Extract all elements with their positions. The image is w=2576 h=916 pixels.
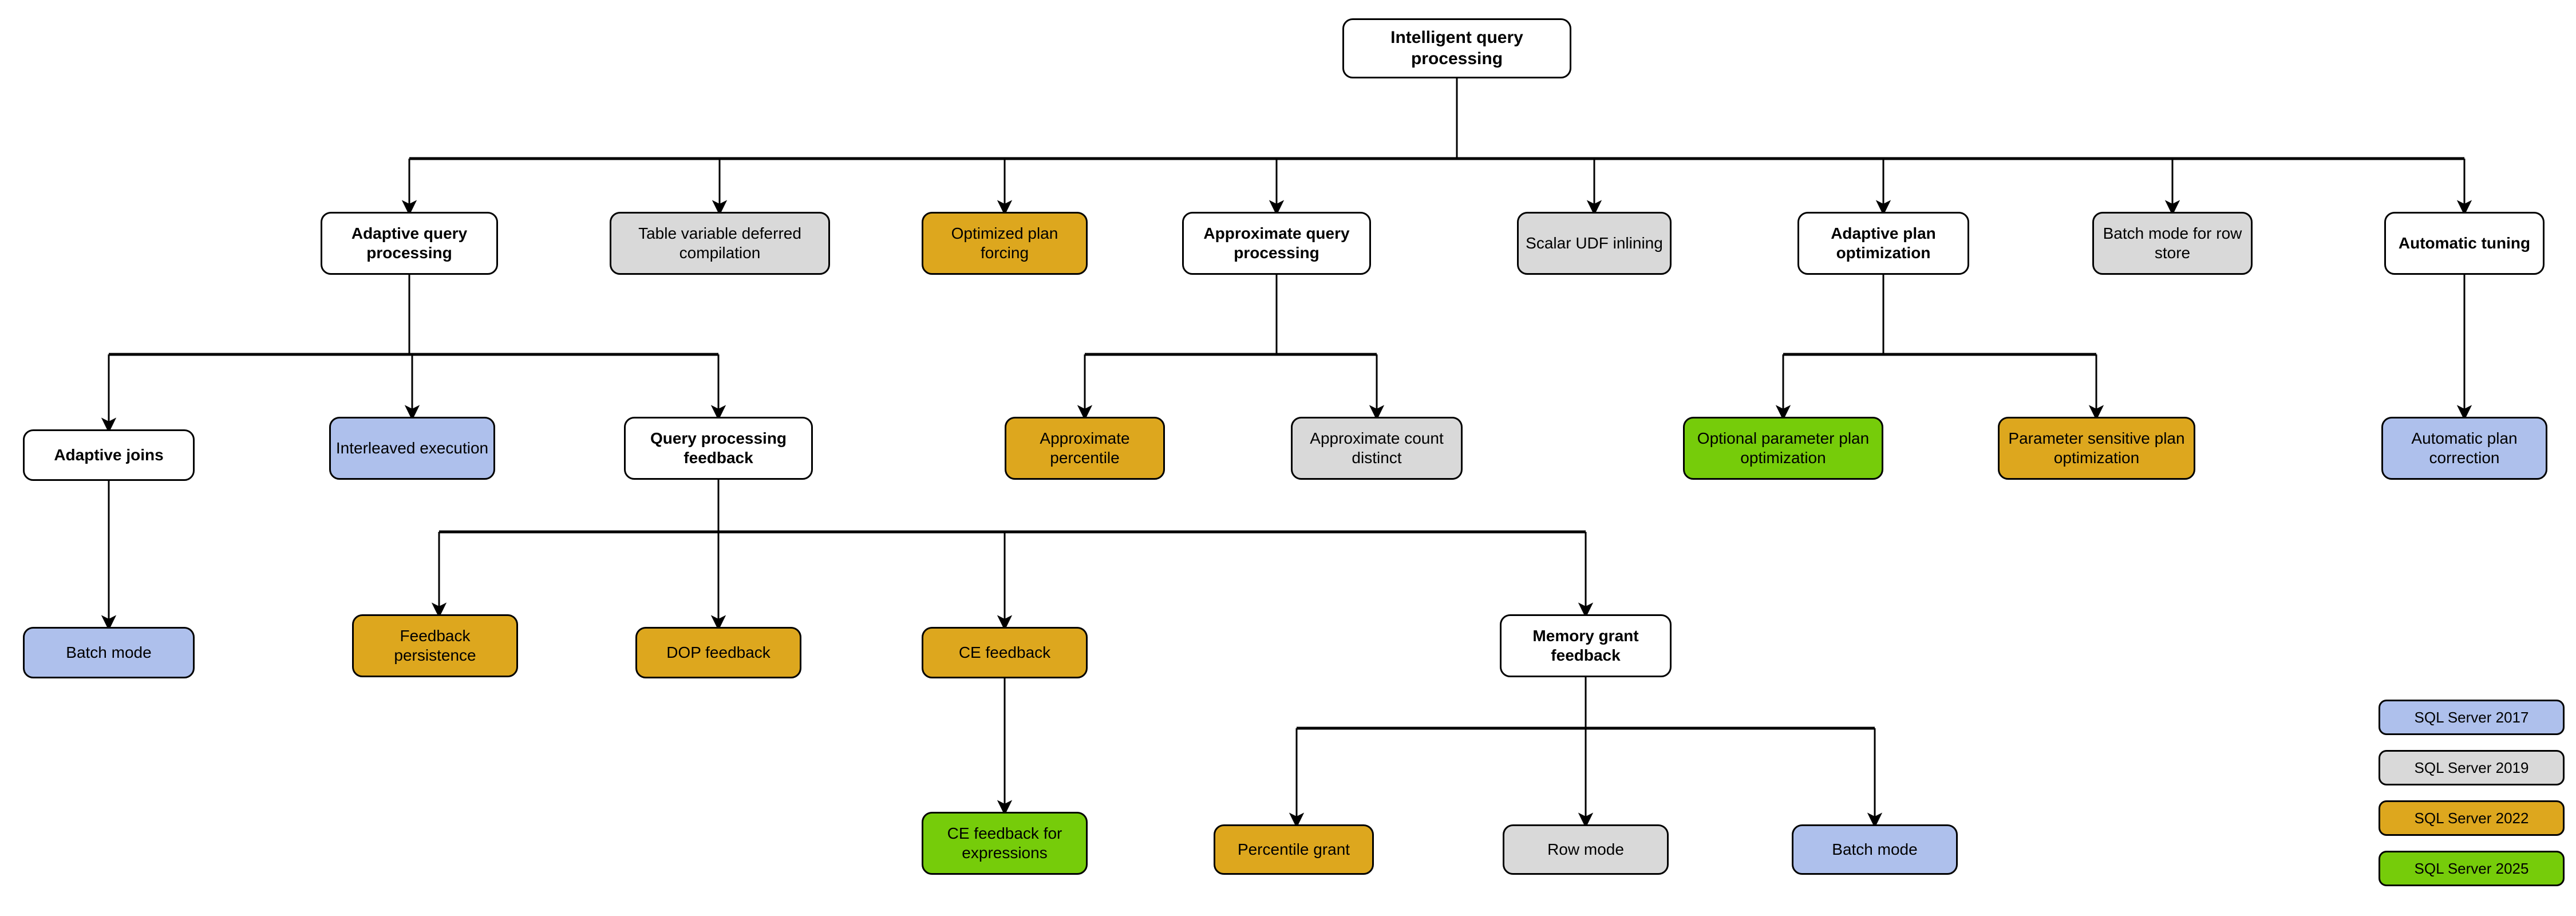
node-autotune[interactable]: Automatic tuning: [2384, 212, 2545, 275]
node-bmode2[interactable]: Batch mode: [1792, 824, 1958, 875]
legend-item-sql-server-2025: SQL Server 2025: [2379, 851, 2565, 886]
node-udf[interactable]: Scalar UDF inlining: [1517, 212, 1672, 275]
node-qpf[interactable]: Query processing feedback: [624, 417, 813, 480]
legend-item-sql-server-2019: SQL Server 2019: [2379, 750, 2565, 785]
legend-item-sql-server-2017: SQL Server 2017: [2379, 700, 2565, 735]
node-root[interactable]: Intelligent query processing: [1342, 18, 1571, 78]
node-tvdc[interactable]: Table variable deferred compilation: [610, 212, 830, 275]
node-rowmode[interactable]: Row mode: [1503, 824, 1669, 875]
node-interleav[interactable]: Interleaved execution: [329, 417, 495, 480]
node-aqp[interactable]: Adaptive query processing: [321, 212, 498, 275]
node-cefbexpr[interactable]: CE feedback for expressions: [922, 812, 1088, 875]
node-oppo[interactable]: Optional parameter plan optimization: [1683, 417, 1883, 480]
legend-item-sql-server-2022: SQL Server 2022: [2379, 800, 2565, 836]
node-acd[interactable]: Approximate count distinct: [1291, 417, 1463, 480]
node-adjoins[interactable]: Adaptive joins: [23, 429, 195, 481]
node-pctgrant[interactable]: Percentile grant: [1214, 824, 1374, 875]
node-opf[interactable]: Optimized plan forcing: [922, 212, 1088, 275]
node-dopfb[interactable]: DOP feedback: [635, 627, 801, 678]
node-apc[interactable]: Automatic plan correction: [2381, 417, 2547, 480]
node-mgf[interactable]: Memory grant feedback: [1500, 614, 1672, 677]
node-fbpersist[interactable]: Feedback persistence: [352, 614, 518, 677]
node-approxqp[interactable]: Approximate query processing: [1182, 212, 1371, 275]
node-apo[interactable]: Adaptive plan optimization: [1797, 212, 1969, 275]
node-bmrs[interactable]: Batch mode for row store: [2092, 212, 2253, 275]
node-apct[interactable]: Approximate percentile: [1005, 417, 1165, 480]
node-pspo[interactable]: Parameter sensitive plan optimization: [1998, 417, 2195, 480]
node-cefb[interactable]: CE feedback: [922, 627, 1088, 678]
node-bmode1[interactable]: Batch mode: [23, 627, 195, 678]
